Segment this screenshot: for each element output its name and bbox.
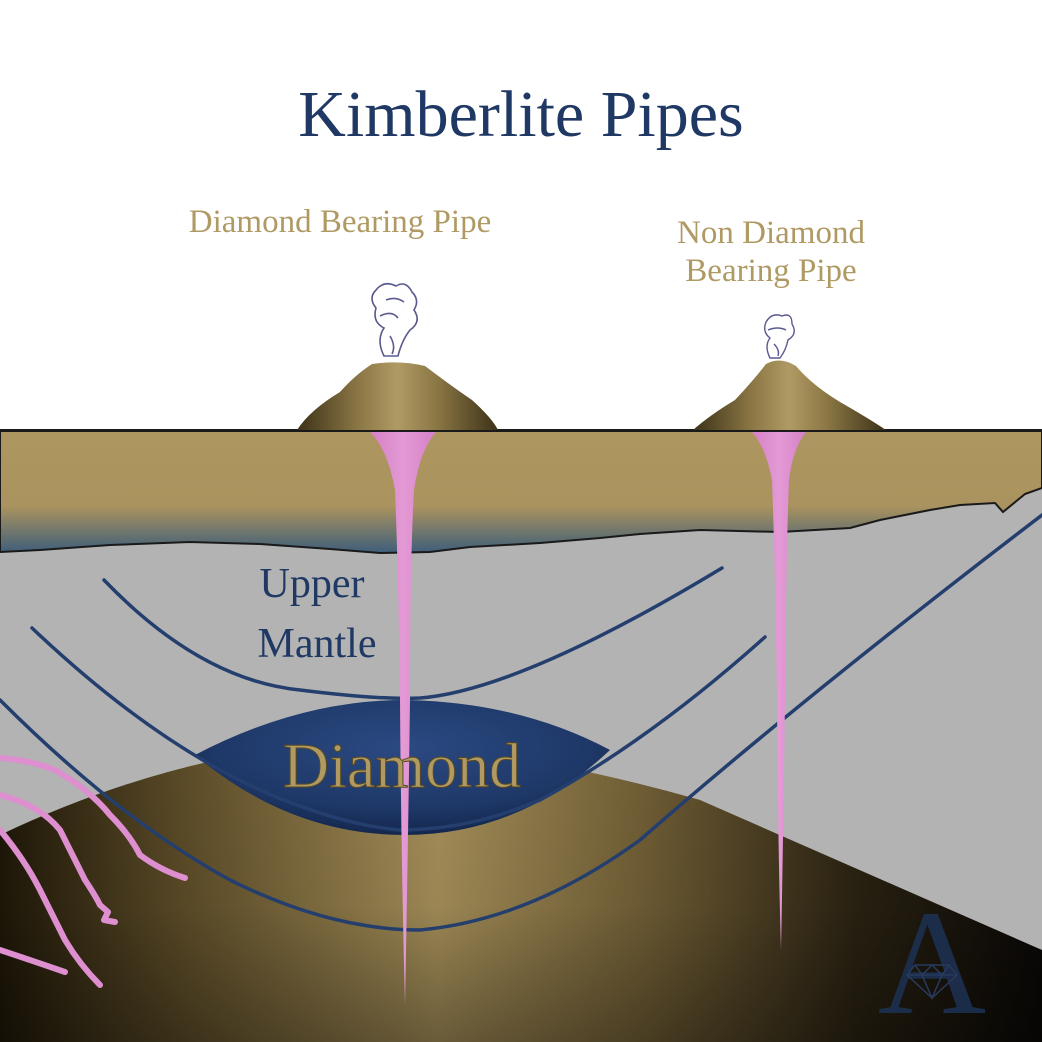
smoke-plume-small-icon [763, 314, 795, 359]
label-non-diamond-pipe-line2: Bearing Pipe [685, 253, 856, 289]
label-upper-mantle-line2: Mantle [258, 621, 377, 667]
label-upper-mantle-line1: Upper [260, 561, 365, 607]
surface-line [0, 430, 1042, 432]
smoke-plume-large-icon [371, 282, 418, 357]
contour-line-lower [0, 513, 1042, 932]
non-diamond-bearing-pipe-conduit [752, 432, 806, 950]
diamond-icon [905, 963, 959, 1000]
diamond-pipe-cone [297, 362, 498, 430]
contour-lines [0, 513, 1042, 932]
magma-veins [0, 755, 188, 988]
non-diamond-pipe-cone [693, 360, 886, 430]
contour-line-upper [102, 566, 724, 701]
contour-line-middle [30, 626, 767, 832]
deep-craton-root [0, 740, 1042, 1042]
logo-letter: A [878, 880, 986, 1042]
label-non-diamond-pipe-line1: Non Diamond [677, 215, 865, 251]
diagram-title: Kimberlite Pipes [298, 78, 743, 151]
diamond-bearing-pipe-conduit [370, 432, 436, 1005]
label-diamond-zone: Diamond [283, 730, 521, 801]
logo-watermark: A [878, 880, 986, 1042]
label-diamond-bearing-pipe: Diamond Bearing Pipe [189, 204, 491, 240]
